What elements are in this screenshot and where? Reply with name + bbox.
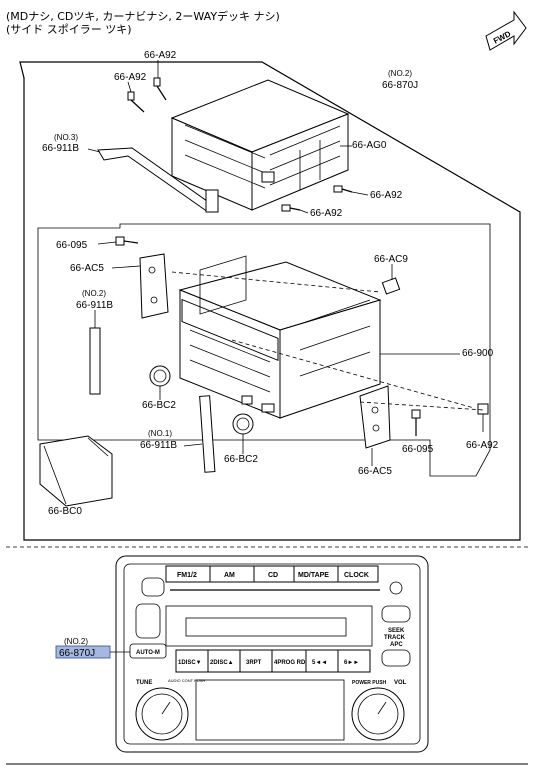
knob-bc2-left [149,365,171,387]
label-bc0: 66-BC0 [48,506,82,517]
preset-4-label: 4PROG RDM [274,660,310,666]
label-911b-no3: 66-911B [42,143,79,154]
screw-095-left [115,236,139,246]
label-095-left: 66-095 [56,240,88,251]
callout-870j[interactable]: (NO.2) 66-870J [55,637,130,659]
strip-911b-no1 [199,395,216,473]
label-no2-911b: (NO.2) [82,289,106,298]
seek-down-button[interactable] [381,649,411,667]
btn-mdtape-label: MD/TAPE [298,572,329,579]
label-900: 66-900 [462,348,494,359]
track-label: TRACK [384,635,406,641]
knob-bc2-right [232,413,254,435]
eject-icon[interactable] [389,581,403,595]
header-line-2: (サイド スポイラー ツキ) [6,23,132,36]
power-label: POWER PUSH [352,680,387,686]
preset-2-label: 2DISC▲ [210,660,234,666]
label-no2-870j: (NO.2) [388,69,412,78]
btn-cd-label: CD [268,572,278,579]
top-button-row: FM1/2 AM CD MD/TAPE CLOCK [165,565,379,583]
label-870j: 66-870J [382,80,418,91]
label-a92-right: 66-A92 [370,190,403,201]
preset-3-label: 3RPT [246,660,262,666]
audio-label: AUDIO CONT PUSH [168,678,205,683]
label-no1-911b: (NO.1) [148,429,172,438]
btn-am-label: AM [224,572,235,579]
label-bc2-left: 66-BC2 [142,400,176,411]
knob-ac9 [381,277,401,295]
display-window [165,605,373,647]
cd-unit-66-AG0 [170,79,350,211]
preset-1-label: 1DISC▼ [178,660,202,666]
preset-6-label: 6►► [344,660,359,666]
seek-up-button[interactable] [381,605,411,623]
btn-clock[interactable] [337,565,379,583]
faceplate-66-BC0 [39,435,113,507]
radio-chassis-66-900 [178,255,382,419]
preset-6[interactable] [337,649,371,673]
label-bc2-right: 66-BC2 [224,454,258,465]
screw-a92-right [333,185,353,193]
callout-part: 66-870J [59,648,95,659]
btn-fm12-label: FM1/2 [177,572,197,579]
label-ac5-left: 66-AC5 [70,263,104,274]
label-911b-no2: 66-911B [76,300,113,311]
label-no3-911b: (NO.3) [54,133,78,142]
label-911b-no1: 66-911B [140,440,177,451]
screw-a92-lower-right [477,403,489,432]
label-a92-bottom: 66-A92 [310,208,343,219]
bracket-ac5-left [139,253,169,319]
radio-front-panel: FM1/2 AM CD MD/TAPE CLOCK AUTO-M SEEK TR… [115,555,429,753]
btn-automs-label: AUTO-M [136,650,160,656]
vol-label: VOL [394,680,407,686]
bracket-ac5-right [359,385,391,449]
screw-a92-bottom [281,204,301,212]
label-ag0: 66-AG0 [352,140,387,151]
label-095-right: 66-095 [402,444,434,455]
label-a92-top: 66-A92 [144,50,177,61]
preset-5-label: 5◄◄ [312,660,327,666]
strip-911b-no2 [89,327,101,395]
label-a92-left: 66-A92 [114,72,147,83]
callout-no: (NO.2) [64,637,88,646]
btn-automs[interactable] [129,643,167,659]
label-ac9: 66-AC9 [374,254,408,265]
upper-frame-outline [19,61,521,541]
bracket-911b-no3 [97,147,219,213]
apc-label: APC [390,642,403,648]
inner-frame-outline [37,223,491,477]
screw-a92-top [153,77,167,101]
tune-label: TUNE [136,680,152,686]
btn-clock-label: CLOCK [344,572,369,579]
screw-095-right [411,409,421,436]
label-a92-lower-right: 66-A92 [466,440,499,451]
screw-a92-left [127,91,145,113]
header-line-1: (MDナシ, CDツキ, カーナビナシ, 2ーWAYデッキ ナシ) [6,9,280,23]
seek-label: SEEK [388,628,405,634]
label-ac5-right: 66-AC5 [358,466,392,477]
preset-button-row: 1DISC▼ 2DISC▲ 3RPT 4PROG RDM 5◄◄ 6►► [175,649,371,673]
fwd-arrow-icon: FWD [485,10,527,51]
